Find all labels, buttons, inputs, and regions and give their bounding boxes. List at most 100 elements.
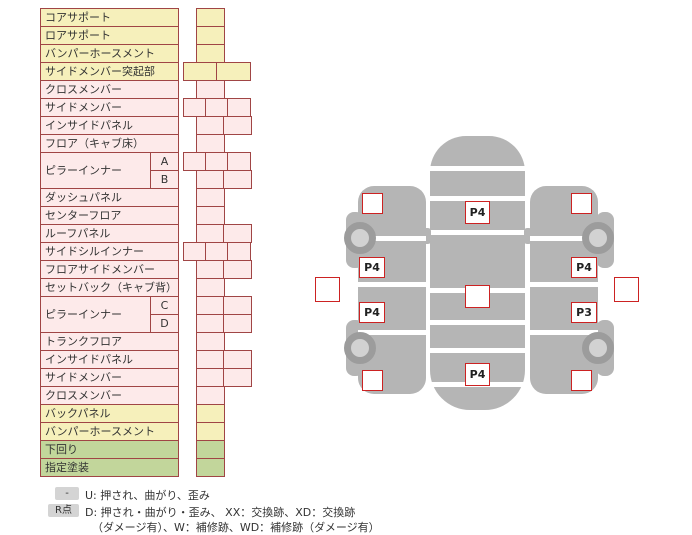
grid-cell: [183, 152, 207, 171]
grid-cell: [196, 206, 225, 225]
grid-cell: [196, 440, 225, 459]
car-panel-line: [430, 230, 525, 235]
car-panel-line: [430, 166, 525, 171]
grid-cell: [196, 350, 225, 369]
car-panel-line: [358, 236, 426, 241]
part-label: セットバック（キャブ背）: [40, 278, 179, 297]
car-left-side-view: [358, 186, 426, 394]
grid-cell: [196, 44, 225, 63]
grid-cell: [196, 386, 225, 405]
grid-cell: [196, 422, 225, 441]
grid-cell: [196, 332, 225, 351]
grid-cell: [227, 242, 251, 261]
part-label: フロアサイドメンバー: [40, 260, 179, 279]
car-panel-line: [530, 236, 598, 241]
part-label: サイドメンバー: [40, 368, 179, 387]
part-label: 下回り: [40, 440, 179, 459]
grid-cell: [223, 224, 252, 243]
grid-cell: [227, 98, 251, 117]
grid-cell: [205, 98, 229, 117]
grid-cell: [196, 134, 225, 153]
pillar-sub-label: C: [150, 296, 179, 315]
grid-cell: [223, 116, 252, 135]
part-label: センターフロア: [40, 206, 179, 225]
part-label: サイドシルインナー: [40, 242, 179, 261]
car-panel-line: [430, 320, 525, 325]
damage-marker: [465, 285, 490, 308]
damage-marker: P4: [359, 302, 385, 323]
damage-marker: [571, 370, 592, 391]
car-panel-line: [530, 282, 598, 287]
grid-cell: [227, 152, 251, 171]
car-panel-line: [430, 348, 525, 353]
grid-cell: [196, 368, 225, 387]
grid-cell: [196, 188, 225, 207]
grid-cell: [196, 26, 225, 45]
damage-marker: [362, 370, 383, 391]
part-label: フロア（キャブ床）: [40, 134, 179, 153]
part-label: クロスメンバー: [40, 80, 179, 99]
part-label: 指定塗装: [40, 458, 179, 477]
grid-cell: [223, 260, 252, 279]
part-label: ピラーインナー: [40, 152, 151, 189]
grid-cell: [196, 458, 225, 477]
damage-marker: P4: [571, 257, 597, 278]
part-label: サイドメンバー: [40, 98, 179, 117]
damage-marker: P4: [465, 363, 490, 386]
part-label: ルーフパネル: [40, 224, 179, 243]
mirror-right-icon: [524, 228, 532, 244]
grid-cell: [223, 296, 252, 315]
damage-marker: [362, 193, 383, 214]
wheel-icon: [344, 222, 376, 254]
legend-text-d: D: 押され・曲がり・歪み、 XX：交換跡、XD：交換跡: [85, 506, 356, 519]
grid-cell: [196, 224, 225, 243]
car-panel-line: [358, 282, 426, 287]
grid-cell: [223, 350, 252, 369]
grid-cell: [196, 260, 225, 279]
part-label: バンパーホースメント: [40, 44, 179, 63]
part-label: コアサポート: [40, 8, 179, 27]
damage-marker: P4: [465, 201, 490, 224]
grid-cell: [196, 296, 225, 315]
grid-cell: [223, 170, 252, 189]
car-panel-line: [358, 330, 426, 335]
damage-marker: [614, 277, 639, 302]
legend-text-u: U: 押され、曲がり、歪み: [85, 489, 210, 502]
grid-cell: [183, 242, 207, 261]
grid-cell: [183, 62, 218, 81]
pillar-sub-label: B: [150, 170, 179, 189]
grid-cell: [223, 368, 252, 387]
grid-cell: [205, 242, 229, 261]
damage-marker: P3: [571, 302, 597, 323]
grid-cell: [205, 152, 229, 171]
part-label: インサイドパネル: [40, 116, 179, 135]
grid-cell: [196, 404, 225, 423]
mirror-left-icon: [423, 228, 431, 244]
part-label: サイドメンバー突起部: [40, 62, 179, 81]
wheel-icon: [582, 332, 614, 364]
part-label: ダッシュパネル: [40, 188, 179, 207]
part-label: バンパーホースメント: [40, 422, 179, 441]
part-label: インサイドパネル: [40, 350, 179, 369]
part-label: クロスメンバー: [40, 386, 179, 405]
grid-cell: [196, 116, 225, 135]
car-panel-line: [430, 196, 525, 201]
damage-marker: P4: [359, 257, 385, 278]
grid-cell: [196, 8, 225, 27]
legend-key-rpoint: R点: [48, 504, 79, 517]
damage-marker: [315, 277, 340, 302]
legend-text-d-cont: （ダメージ有）、W：補修跡、WD：補修跡（ダメージ有）: [92, 521, 380, 534]
part-label: ロアサポート: [40, 26, 179, 45]
part-label: ピラーインナー: [40, 296, 151, 333]
grid-cell: [196, 170, 225, 189]
grid-cell: [183, 98, 207, 117]
grid-cell: [196, 80, 225, 99]
wheel-icon: [582, 222, 614, 254]
car-right-side-view: [530, 186, 598, 394]
grid-cell: [196, 278, 225, 297]
pillar-sub-label: A: [150, 152, 179, 171]
damage-marker: [571, 193, 592, 214]
car-panel-line: [530, 330, 598, 335]
part-label: トランクフロア: [40, 332, 179, 351]
